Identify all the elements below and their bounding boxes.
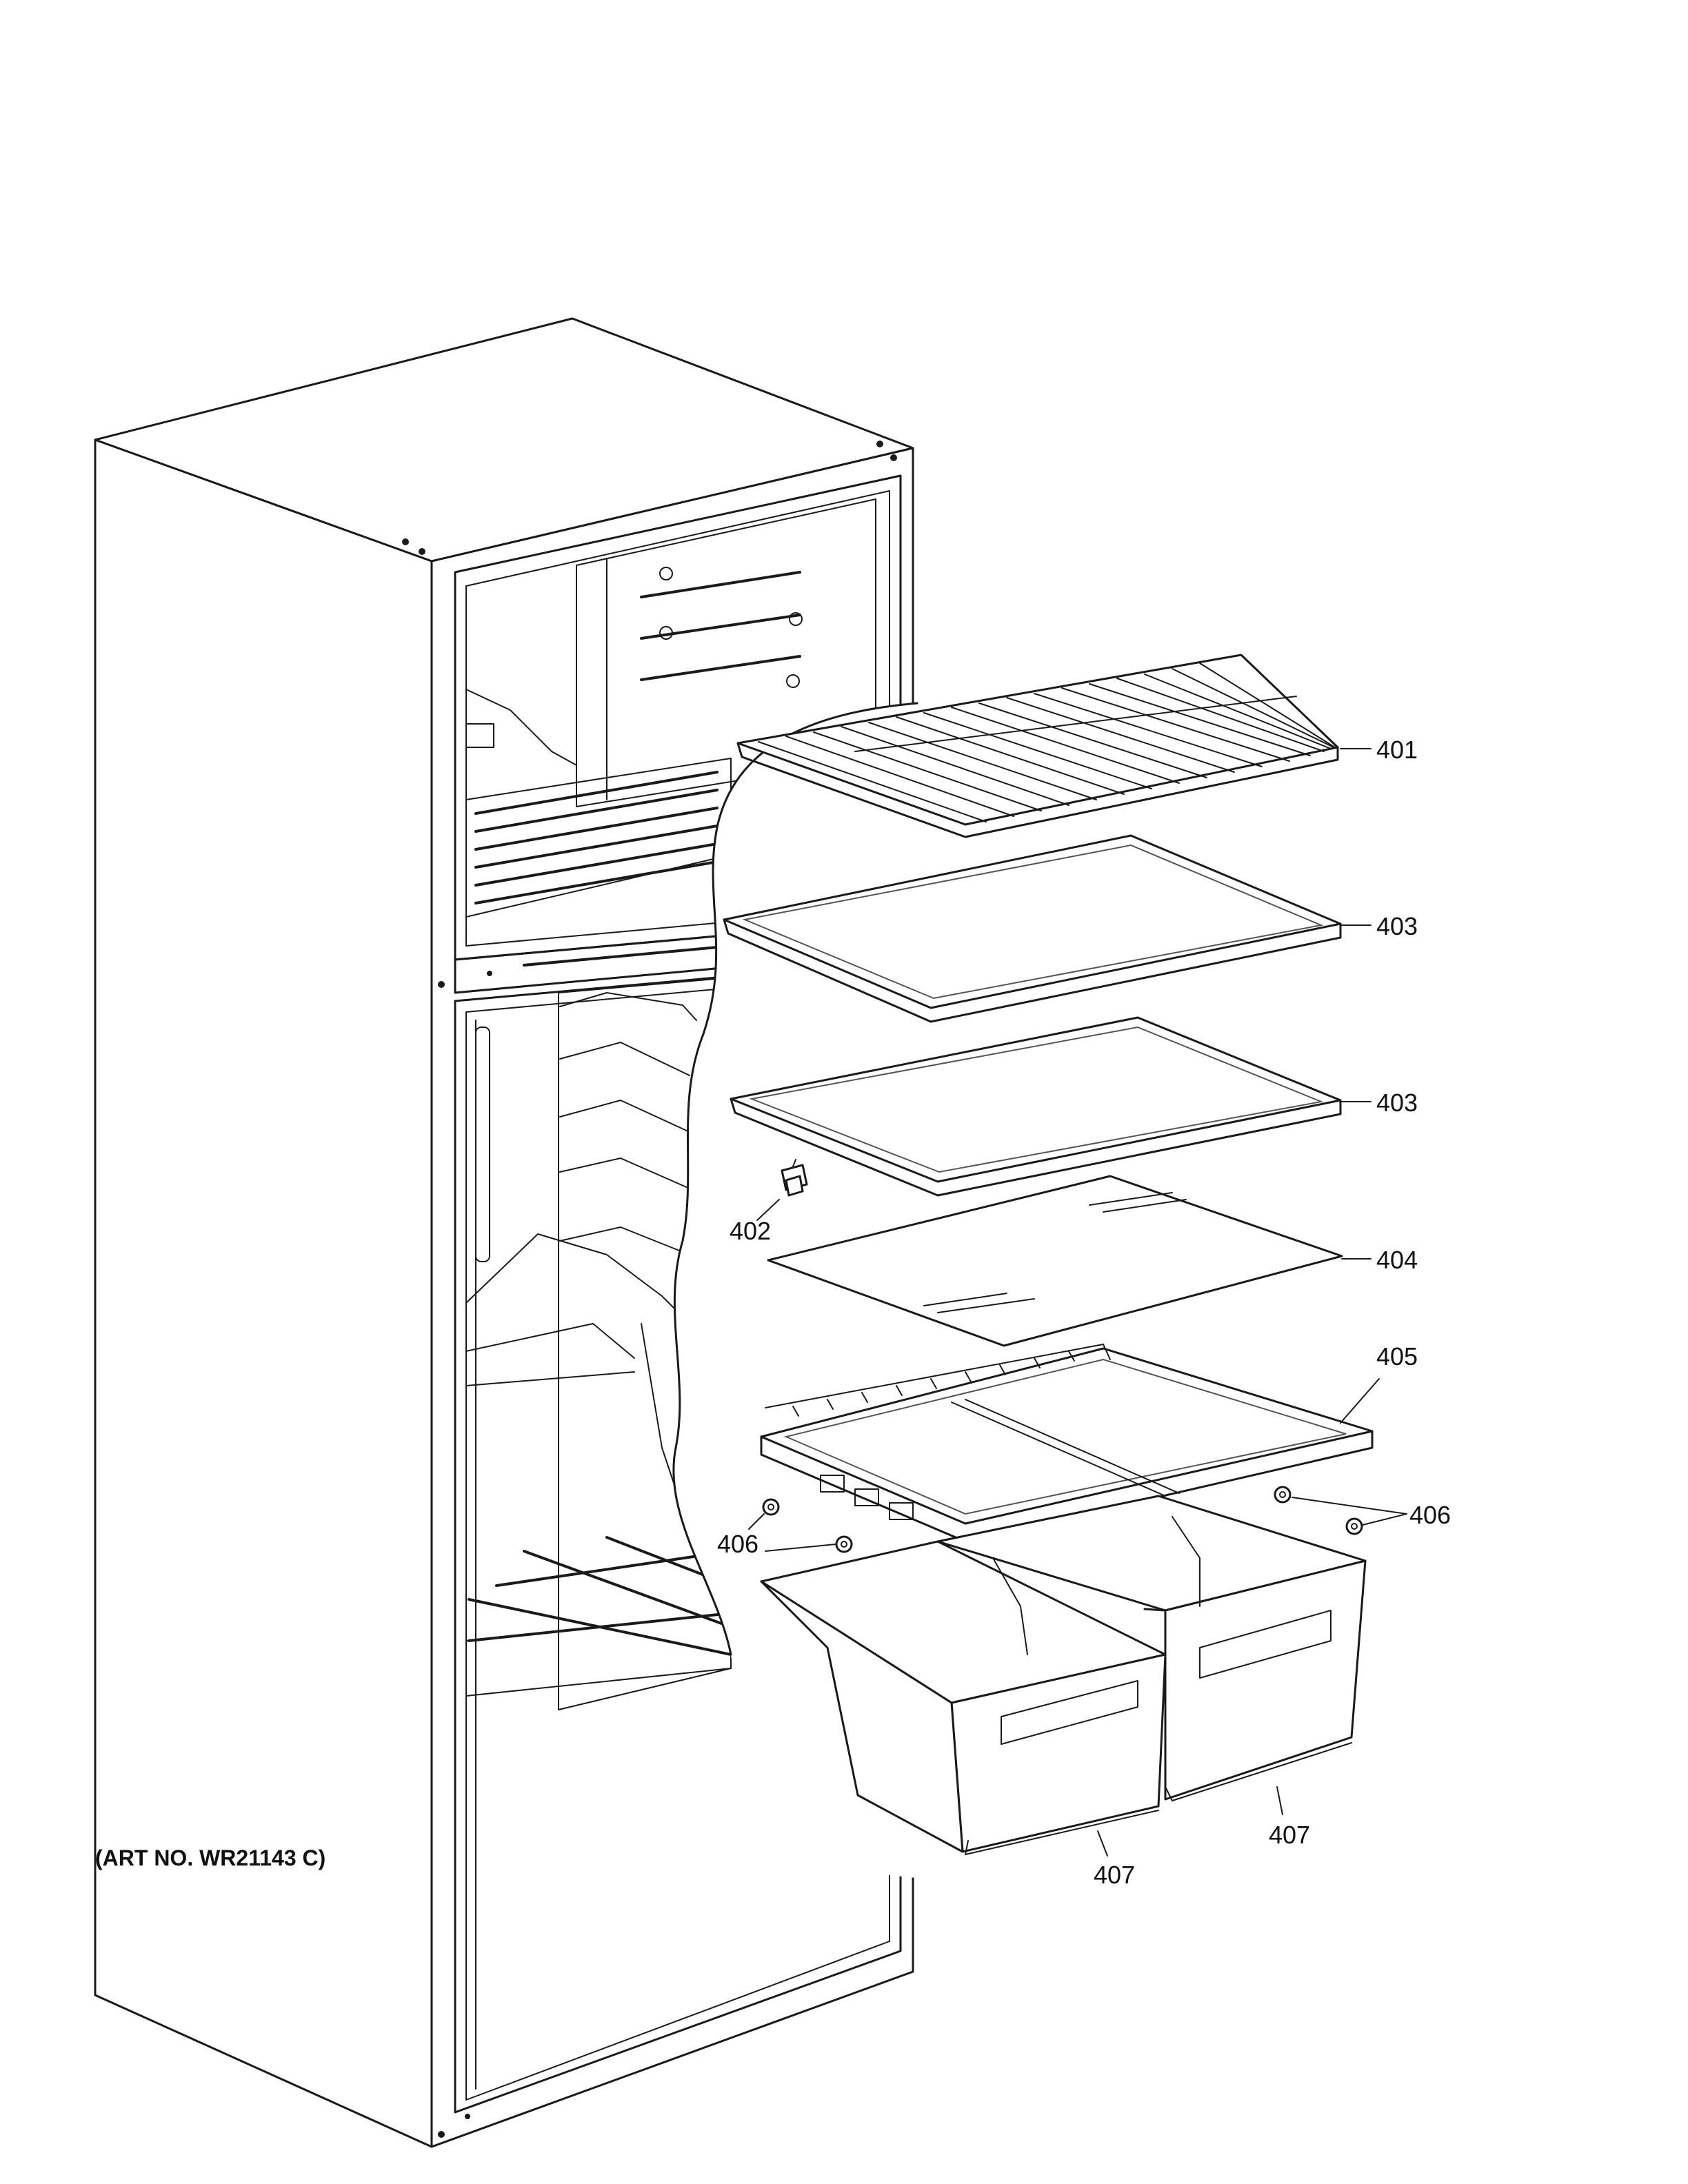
- callout-406-right: 406: [1409, 1501, 1451, 1529]
- glass-shelf-403-upper: [723, 834, 1342, 1023]
- wire-shelf-401: [736, 654, 1339, 838]
- crisper-cover-ribs: [792, 1351, 1075, 1417]
- glass-panel-404: [767, 1175, 1343, 1347]
- callout-407-right: 407: [1269, 1821, 1310, 1849]
- wire-shelf-bars: [758, 663, 1336, 822]
- callout-407-left: 407: [1094, 1861, 1135, 1889]
- callout-405: 405: [1376, 1342, 1418, 1371]
- callout-403-lower: 403: [1376, 1089, 1418, 1117]
- crisper-drawer-407-right: [936, 1495, 1367, 1801]
- spacers-406: [762, 1486, 1363, 1553]
- glass-shelf-403-lower: [730, 1016, 1342, 1197]
- callout-403-upper: 403: [1376, 912, 1418, 940]
- clip-402: [781, 1159, 808, 1197]
- crisper-cover-front-tabs: [820, 1475, 914, 1520]
- art-number: (ART NO. WR21143 C): [95, 1846, 325, 1870]
- freezer-shelf-wires: [474, 771, 719, 904]
- shelf-rails: [559, 992, 697, 1255]
- callout-402: 402: [730, 1217, 771, 1245]
- callout-406-left: 406: [717, 1530, 758, 1558]
- leader-lines: [748, 748, 1407, 1857]
- callout-404: 404: [1376, 1246, 1418, 1274]
- cutaway-edge: [672, 702, 918, 1656]
- callout-401: 401: [1376, 736, 1418, 764]
